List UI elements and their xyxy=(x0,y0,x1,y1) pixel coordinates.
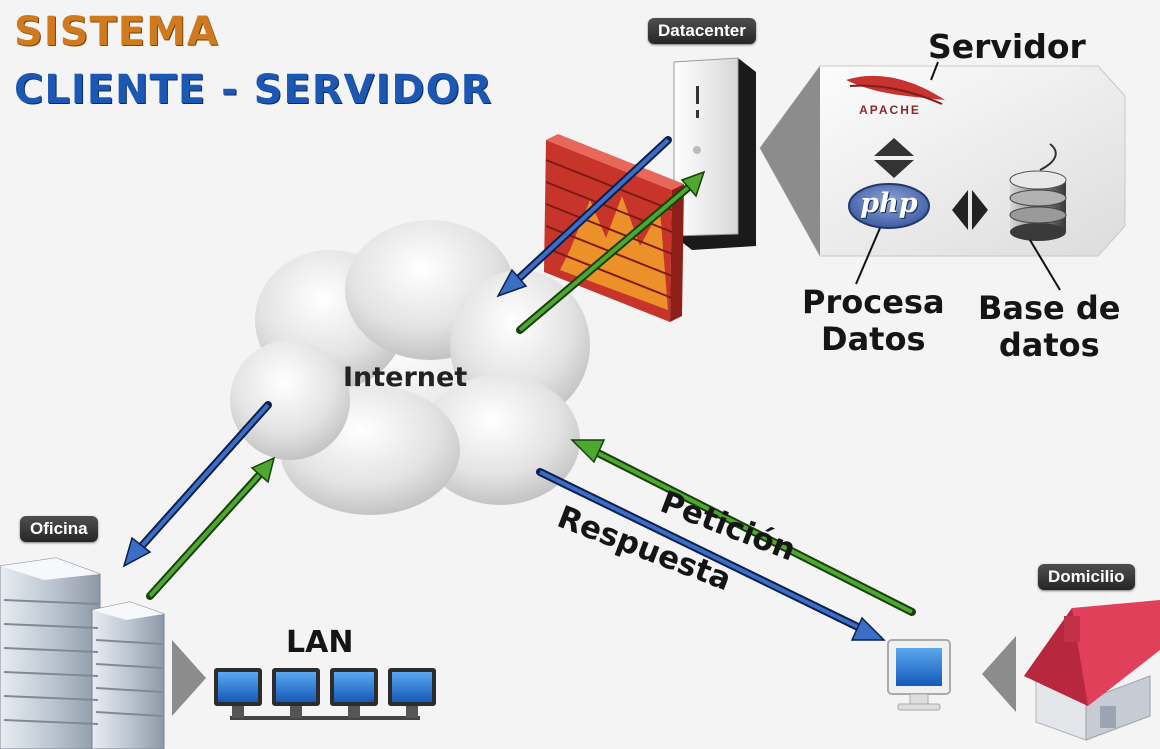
php-logo-text: php xyxy=(860,188,918,219)
left-right-arrow-icon xyxy=(952,190,988,230)
request-arrow-internet-to-datacenter xyxy=(516,170,706,334)
monitor-icon xyxy=(887,639,951,711)
lan-computer-icon xyxy=(214,668,262,718)
house-icon xyxy=(1024,600,1160,741)
lan-computer-icon xyxy=(388,668,436,718)
label-procesa-line-1: Procesa xyxy=(802,283,945,321)
lan-computer-icon xyxy=(330,668,378,718)
label-internet: Internet xyxy=(343,362,468,393)
firewall-icon xyxy=(544,134,684,322)
lan-computer-icon xyxy=(272,668,320,718)
label-procesa-line-2: Datos xyxy=(821,319,926,358)
title-line-2: CLIENTE - SERVIDOR xyxy=(14,67,493,113)
house-pointer xyxy=(982,636,1016,712)
database-icon xyxy=(1009,143,1067,241)
office-building-icon xyxy=(0,557,165,749)
label-servidor: Servidor xyxy=(928,27,1086,66)
request-arrow-oficina-to-internet xyxy=(146,456,276,600)
response-arrow-internet-to-domicilio xyxy=(536,468,886,641)
up-down-arrow-icon xyxy=(874,138,914,178)
label-base-de-datos: Base de datos xyxy=(978,290,1120,364)
label-lan: LAN xyxy=(286,625,354,660)
badge-domicilio: Domicilio xyxy=(1038,564,1135,590)
label-procesa-datos: Procesa Datos xyxy=(802,284,945,358)
title-line-1: SISTEMA xyxy=(14,9,219,55)
lan-network xyxy=(214,668,436,720)
apache-feather-icon xyxy=(846,75,945,105)
server-info-panel xyxy=(759,65,1126,257)
server-tower-icon xyxy=(673,57,756,250)
php-logo-icon xyxy=(848,183,930,229)
badge-datacenter: Datacenter xyxy=(648,18,756,44)
badge-oficina: Oficina xyxy=(20,516,98,542)
response-arrow-datacenter-to-internet xyxy=(496,136,672,298)
label-base-line-2: datos xyxy=(998,325,1100,364)
apache-logo-text: APACHE xyxy=(859,103,921,117)
office-pointer xyxy=(172,640,206,716)
label-base-line-1: Base de xyxy=(978,289,1121,327)
response-arrow-internet-to-oficina xyxy=(122,401,272,568)
request-arrow-domicilio-to-internet xyxy=(570,439,916,616)
